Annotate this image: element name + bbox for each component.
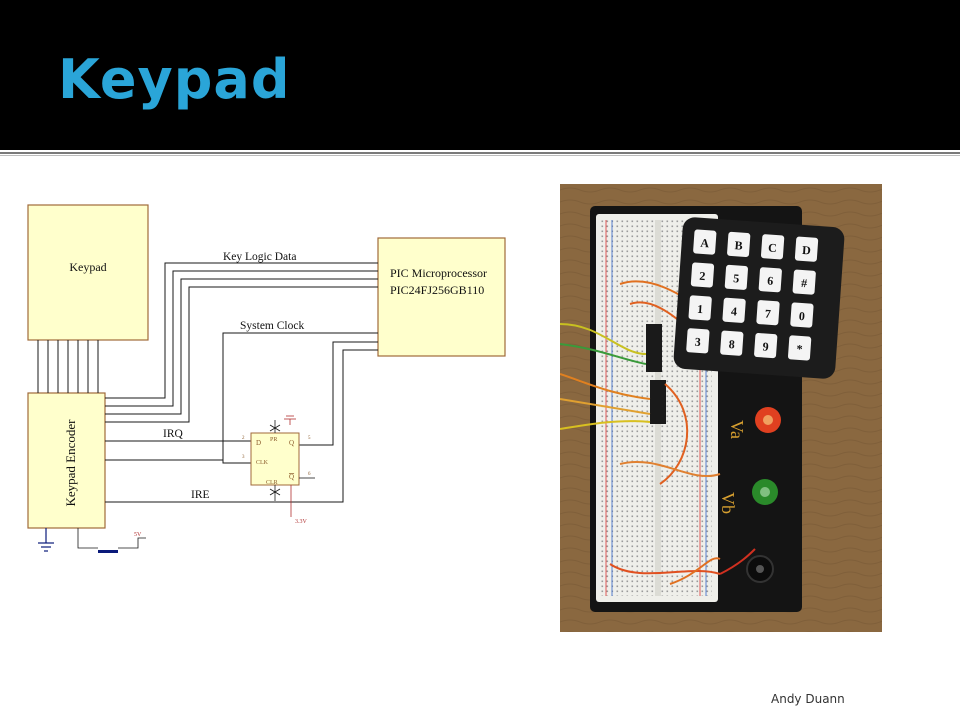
keypad-key-label: 1 bbox=[697, 302, 704, 316]
keypad-key bbox=[693, 229, 717, 255]
supply-33v-label: 3.3V bbox=[295, 519, 308, 525]
keypad-key bbox=[760, 234, 785, 260]
keypad-key-label: * bbox=[796, 342, 803, 356]
ground-symbol-encoder bbox=[38, 528, 54, 552]
mcu-label-line1: PIC Microprocessor bbox=[390, 266, 487, 280]
ff-qbar-label: Q bbox=[289, 473, 294, 481]
keypad-key bbox=[686, 328, 710, 354]
vb-label: Vb bbox=[718, 492, 738, 514]
keypad-key-label: # bbox=[801, 276, 808, 290]
slide-title: Keypad bbox=[58, 48, 291, 111]
keypad-key-label: 6 bbox=[767, 274, 774, 288]
keypad-key-label: B bbox=[734, 238, 743, 253]
ff-clear-pin bbox=[269, 485, 281, 501]
keypad-key bbox=[727, 231, 751, 257]
pin-3-label: 3 bbox=[242, 455, 245, 460]
keypad-key bbox=[720, 330, 744, 356]
flip-flop-ic bbox=[650, 380, 666, 424]
keypad-encoder-bus bbox=[37, 340, 99, 393]
keypad-key-label: 2 bbox=[699, 269, 706, 283]
keypad-key-label: D bbox=[802, 243, 812, 258]
ff-pr-label: PR bbox=[270, 437, 277, 443]
keypad-key bbox=[756, 300, 780, 326]
keypad-key bbox=[754, 333, 778, 359]
ire-label: IRE bbox=[191, 489, 210, 501]
author-credit: Andy Duann bbox=[771, 692, 845, 706]
key-logic-data-bus bbox=[105, 262, 378, 423]
ff-preset-pin bbox=[269, 420, 281, 433]
breadboard-photo: A B C D 2 5 6 #1 4 7 0 3 8 9 * Va Vb bbox=[560, 184, 882, 632]
keypad-key bbox=[792, 269, 816, 295]
mcu-block bbox=[377, 237, 506, 357]
pin-2-label: 2 bbox=[242, 436, 245, 441]
keypad-key-label: 4 bbox=[731, 304, 738, 318]
ff-clk-label: CLK bbox=[256, 460, 269, 466]
encoder-block bbox=[27, 392, 106, 529]
supply-5v-label: 5V bbox=[134, 532, 142, 538]
keypad-block-label: Keypad bbox=[69, 260, 106, 274]
mcu-label-line2: PIC24FJ256GB110 bbox=[390, 283, 484, 297]
keypad-key bbox=[724, 264, 748, 290]
title-bar bbox=[0, 0, 960, 150]
ff-q-label: Q bbox=[289, 439, 294, 447]
title-divider bbox=[0, 152, 960, 154]
keypad-key bbox=[688, 295, 712, 321]
system-clock-wire bbox=[222, 332, 378, 464]
switch-contact bbox=[98, 550, 118, 553]
keypad-key bbox=[794, 236, 819, 262]
keypad-key-label: 7 bbox=[764, 306, 771, 320]
keypad-key-label: 8 bbox=[728, 337, 735, 351]
encoder-ic bbox=[646, 324, 662, 372]
ff-d-label: D bbox=[256, 439, 261, 447]
pushbutton-switch bbox=[77, 528, 146, 549]
encoder-block-label: Keypad Encoder bbox=[63, 419, 78, 507]
irq-label: IRQ bbox=[163, 428, 184, 440]
system-clock-label: System Clock bbox=[240, 320, 304, 332]
q-output-wire bbox=[299, 341, 378, 446]
va-label: Va bbox=[727, 420, 747, 439]
keypad-schematic: Keypad Keypad Encoder PIC Microprocessor… bbox=[27, 204, 506, 553]
jumper-wires bbox=[560, 280, 756, 585]
pin-5-label: 5 bbox=[308, 436, 311, 441]
keypad-block bbox=[27, 204, 149, 341]
keypad-keys: A B C D 2 5 6 #1 4 7 0 3 8 9 * bbox=[686, 229, 819, 361]
keypad-key-label: A bbox=[700, 236, 710, 251]
ground-symbol-ff bbox=[284, 415, 296, 425]
pin-6-label: 6 bbox=[308, 472, 311, 477]
keypad-key bbox=[722, 297, 746, 323]
title-divider-secondary bbox=[0, 155, 960, 156]
keypad-key-label: C bbox=[768, 241, 778, 256]
keypad-key-label: 5 bbox=[733, 271, 740, 285]
ire-wire bbox=[105, 349, 378, 503]
keypad-key bbox=[758, 267, 782, 293]
key-logic-data-label: Key Logic Data bbox=[223, 251, 296, 263]
ff-clr-label: CLR bbox=[266, 480, 278, 486]
keypad-key bbox=[690, 262, 715, 288]
keypad-key bbox=[790, 302, 814, 328]
keypad-key bbox=[788, 335, 812, 361]
keypad-key-label: 3 bbox=[694, 335, 701, 349]
keypad-key-label: 9 bbox=[762, 339, 769, 353]
keypad-key-label: 0 bbox=[798, 309, 805, 323]
